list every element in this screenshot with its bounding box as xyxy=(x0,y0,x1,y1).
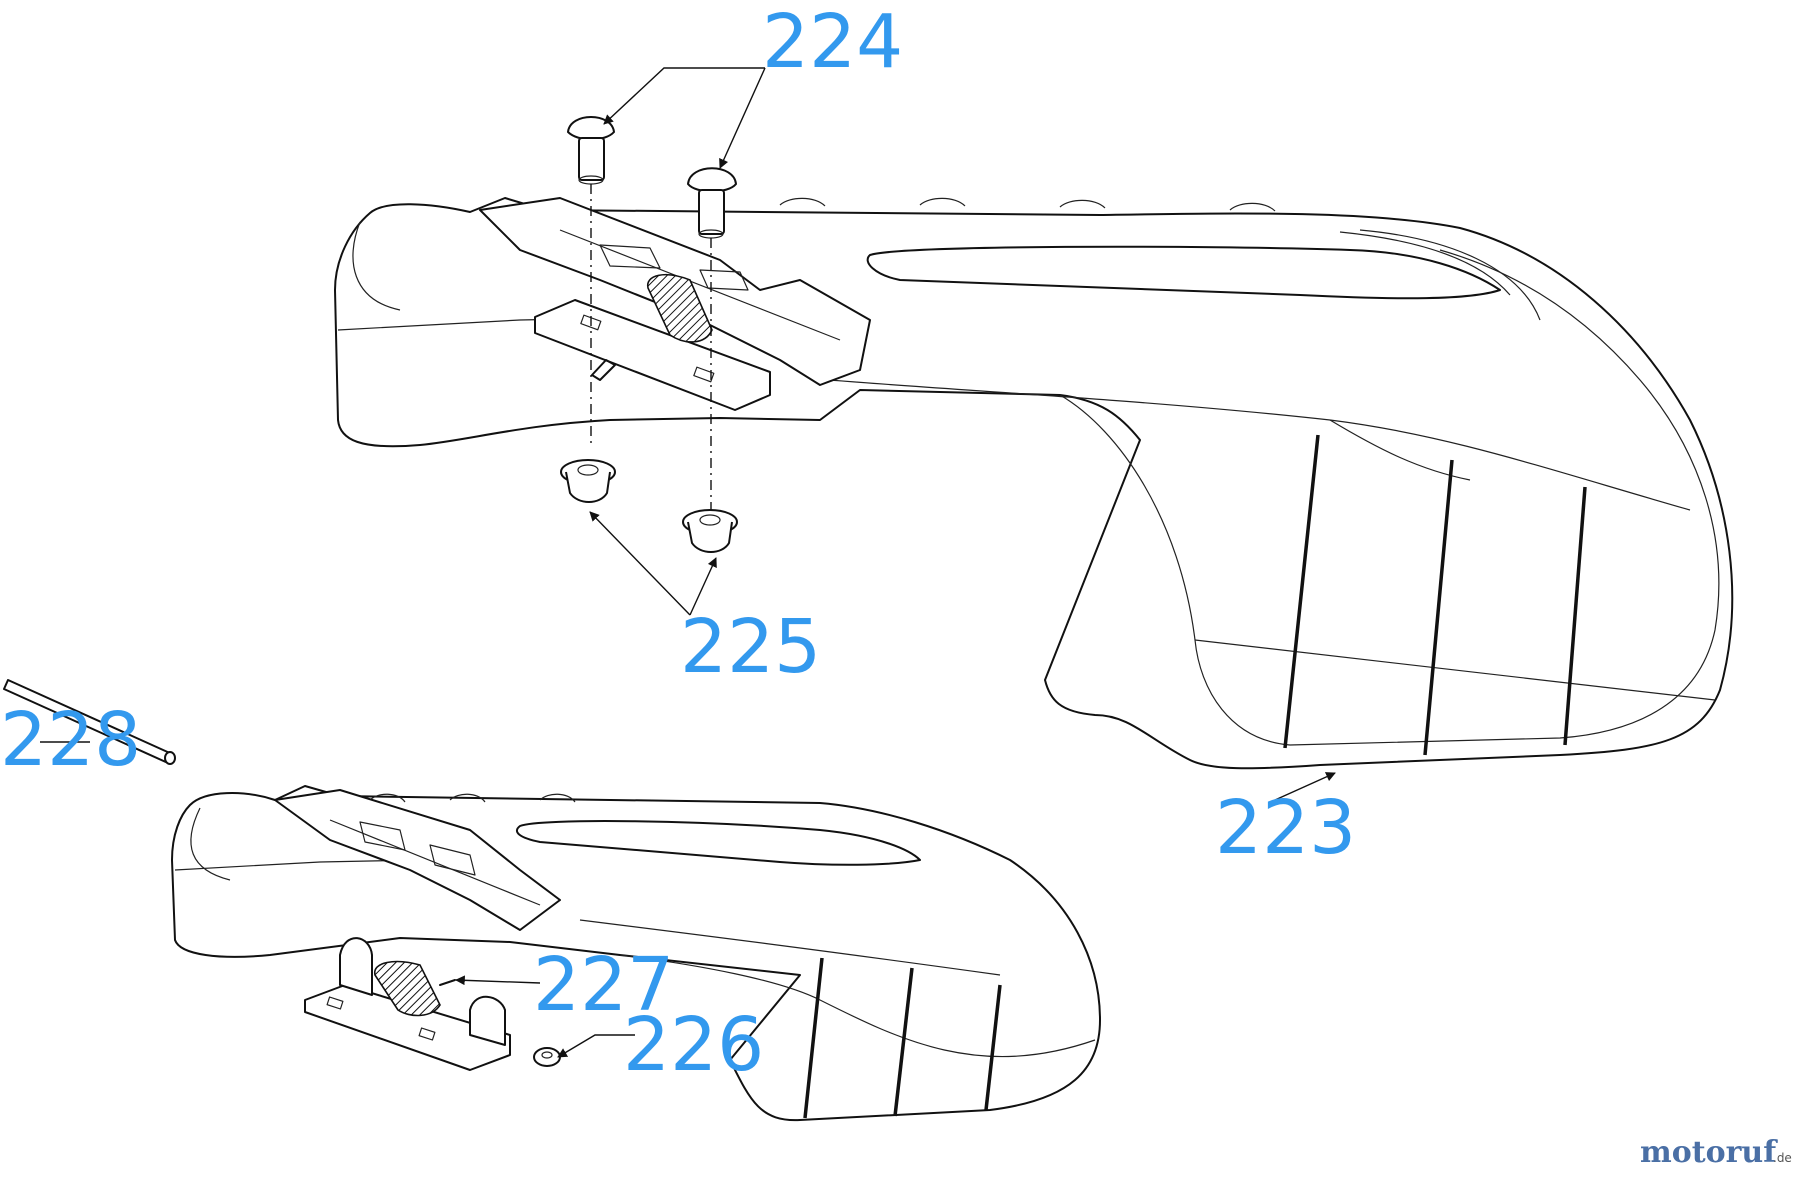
bolt-part-224-left xyxy=(567,116,615,185)
callout-227: 227 xyxy=(533,942,674,1028)
callout-225: 225 xyxy=(680,604,821,690)
pin-part-228 xyxy=(3,679,176,765)
lower-cover-assembly xyxy=(171,785,1101,1122)
bolt-part-224-right xyxy=(687,167,737,239)
nut-part-225-right xyxy=(682,509,738,553)
callout-224: 224 xyxy=(762,0,903,85)
callout-228: 228 xyxy=(0,697,141,783)
upper-cover-part-223 xyxy=(334,197,1734,770)
callout-223: 223 xyxy=(1215,785,1356,871)
leader-lines xyxy=(40,67,1336,1058)
callout-226: 226 xyxy=(623,1002,764,1088)
brand-logo-text: motoruf xyxy=(1640,1135,1778,1170)
brand-watermark: motoruf .de xyxy=(1640,1135,1792,1170)
nut-part-225-left xyxy=(560,459,616,503)
brand-suffix-text: .de xyxy=(1773,1151,1792,1165)
